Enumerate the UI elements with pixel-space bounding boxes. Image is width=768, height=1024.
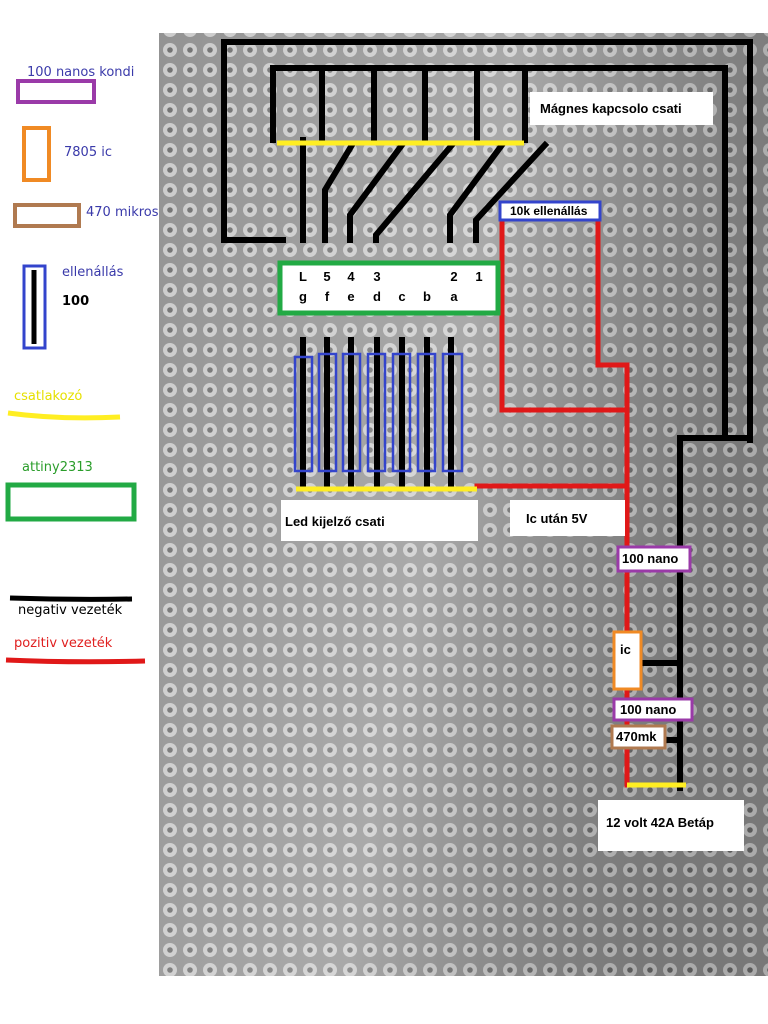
legend-resistor-value: 100	[62, 294, 90, 309]
cap-100n-top	[616, 545, 692, 573]
wire-pin-3	[373, 140, 457, 243]
resistor-10k	[498, 200, 602, 222]
wire-pin-2	[447, 140, 507, 243]
wire-positive-attiny	[499, 207, 630, 413]
resistor-g	[293, 355, 314, 473]
legend-negative-swatch	[9, 595, 133, 602]
resistor-a	[441, 352, 464, 473]
ic-5v-label: Ic után 5V	[510, 500, 625, 536]
wire-pin-1	[473, 140, 550, 243]
power-input-label: 12 volt 42A Betáp	[598, 800, 744, 851]
legend-positive-swatch	[5, 657, 146, 665]
attiny-pin-bottom-f: f	[325, 289, 330, 304]
legend-ic-label: 7805 ic	[64, 145, 112, 160]
cap-100n-bottom-label: 100 nano	[620, 702, 677, 717]
wire-positive-10k	[595, 217, 630, 633]
legend-resistor-label: ellenállás	[62, 265, 124, 280]
legend-positive-label: pozitiv vezeték	[14, 636, 113, 651]
resistor-e	[341, 352, 362, 473]
legend-resistor-swatch	[22, 264, 47, 350]
ic-7805	[612, 630, 643, 691]
attiny-pin-bottom-g: g	[299, 289, 307, 304]
cap-100n-bottom	[612, 697, 694, 722]
wire-pin-4	[347, 140, 407, 243]
legend-connector-swatch	[7, 410, 121, 421]
attiny-pin-bottom-c: c	[398, 289, 405, 304]
wire-negative-top	[270, 65, 728, 441]
resistor-f	[317, 352, 338, 473]
attiny-pin-bottom-a: a	[450, 289, 458, 304]
wire-negative-return	[677, 435, 753, 791]
attiny-pin-bottom-b: b	[423, 289, 431, 304]
cap-100n-top-label: 100 nano	[622, 551, 679, 566]
cap-470-label: 470mk	[616, 729, 657, 744]
attiny-pin-top-6: 2	[450, 269, 457, 284]
attiny-pin-bottom-d: d	[373, 289, 381, 304]
attiny-chip	[277, 260, 501, 316]
legend-attiny-label: attiny2313	[22, 460, 93, 475]
resistor-c	[391, 352, 412, 473]
attiny-pin-labels: L 5 4 3 2 1 g f e d c b a	[299, 269, 483, 304]
wire-pin-5	[322, 140, 357, 243]
resistor-d	[366, 352, 387, 473]
ic-label: ic	[620, 642, 631, 657]
legend-negative-label: negativ vezeték	[18, 603, 123, 618]
legend-graphics	[5, 79, 146, 665]
resistor-10k-label: 10k ellenállás	[510, 204, 588, 218]
cap-470u	[610, 724, 667, 750]
led-connector-label: Led kijelző csati	[281, 500, 478, 541]
legend-cap100-swatch	[16, 79, 96, 104]
legend-cap100-label: 100 nanos kondi	[27, 65, 135, 80]
attiny-pin-top-3: 3	[373, 269, 380, 284]
legend-attiny-swatch	[5, 482, 137, 522]
attiny-pin-top-2: 4	[347, 269, 355, 284]
attiny-pin-top-0: L	[299, 269, 307, 284]
legend-cap470-swatch	[13, 203, 81, 228]
attiny-pin-top-7: 1	[475, 269, 482, 284]
magnet-connector-label: Mágnes kapcsolo csati	[530, 92, 713, 125]
legend-ic-swatch	[22, 126, 51, 182]
resistor-b	[416, 352, 437, 473]
wire-negative-outer	[221, 39, 753, 443]
legend-connector-label: csatlakozó	[14, 389, 83, 404]
attiny-pin-bottom-e: e	[347, 289, 354, 304]
attiny-pin-top-1: 5	[323, 269, 330, 284]
